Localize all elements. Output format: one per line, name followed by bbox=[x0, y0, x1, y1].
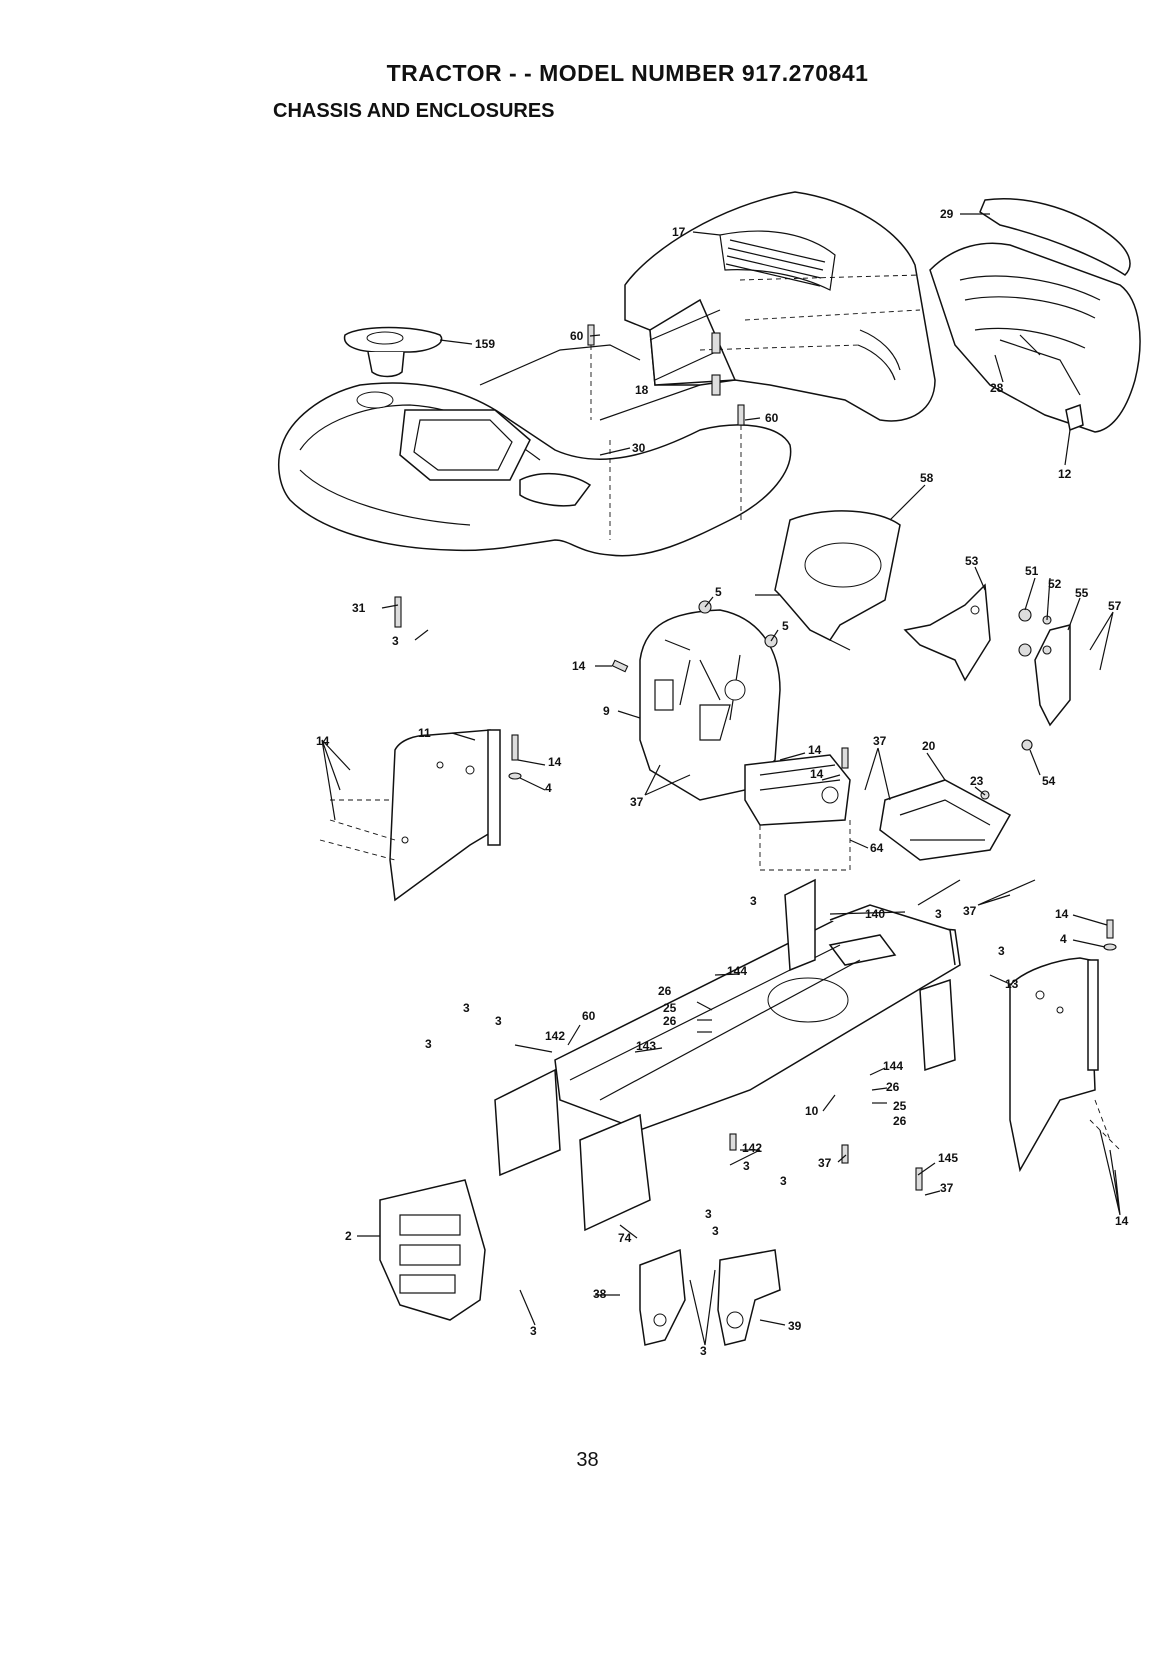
callout-label: 3 bbox=[425, 1037, 432, 1051]
front-plate-part bbox=[380, 1180, 485, 1320]
callout-label: 30 bbox=[632, 441, 646, 455]
bracket-53-part bbox=[905, 585, 990, 680]
callout-label: 57 bbox=[1108, 599, 1122, 613]
callout-label: 9 bbox=[603, 704, 610, 718]
callout-label: 142 bbox=[545, 1029, 565, 1043]
callout-label: 5 bbox=[715, 585, 722, 599]
callout-label: 3 bbox=[935, 907, 942, 921]
callout-label: 159 bbox=[475, 337, 495, 351]
callout-label: 74 bbox=[618, 1231, 632, 1245]
callout-label: 3 bbox=[743, 1159, 750, 1173]
callout-label: 143 bbox=[636, 1039, 656, 1053]
callout-label: 13 bbox=[1005, 977, 1019, 991]
callout-label: 64 bbox=[870, 841, 884, 855]
callout-label: 5 bbox=[782, 619, 789, 633]
callout-label: 58 bbox=[920, 471, 934, 485]
callout-label: 60 bbox=[582, 1009, 596, 1023]
callout-label: 37 bbox=[963, 904, 977, 918]
callout-label: 25 bbox=[893, 1099, 907, 1113]
callout-label: 11 bbox=[418, 726, 431, 740]
bracket-38-part bbox=[640, 1250, 685, 1345]
callout-label: 14 bbox=[1055, 907, 1069, 921]
callout-label: 3 bbox=[700, 1344, 707, 1358]
battery-tray-part bbox=[755, 511, 900, 650]
clip-part bbox=[1066, 405, 1083, 430]
callout-label: 145 bbox=[938, 1151, 958, 1165]
callout-label: 4 bbox=[545, 781, 552, 795]
grille-part bbox=[930, 243, 1140, 432]
callout-label: 37 bbox=[818, 1156, 832, 1170]
callout-label: 26 bbox=[658, 984, 672, 998]
steering-support-part bbox=[745, 755, 850, 870]
callout-label: 31 bbox=[352, 601, 366, 615]
fuel-cap-part bbox=[345, 328, 442, 377]
callout-label: 3 bbox=[750, 894, 757, 908]
callout-label: 142 bbox=[742, 1141, 762, 1155]
callout-label: 26 bbox=[663, 1014, 677, 1028]
mounting-plate-part bbox=[880, 780, 1010, 860]
callout-label: 54 bbox=[1042, 774, 1056, 788]
callout-label: 37 bbox=[940, 1181, 954, 1195]
left-side-panel-part bbox=[320, 730, 500, 900]
callout-label: 60 bbox=[570, 329, 584, 343]
callout-label: 18 bbox=[635, 383, 649, 397]
callout-label: 14 bbox=[316, 734, 330, 748]
callout-label: 2 bbox=[345, 1229, 352, 1243]
callout-label: 26 bbox=[893, 1114, 907, 1128]
callout-label: 140 bbox=[865, 907, 885, 921]
callout-label: 28 bbox=[990, 381, 1004, 395]
callout-label: 52 bbox=[1048, 577, 1062, 591]
callout-label: 55 bbox=[1075, 586, 1089, 600]
callout-label: 60 bbox=[765, 411, 779, 425]
callout-label: 37 bbox=[873, 734, 887, 748]
callout-label: 37 bbox=[630, 795, 644, 809]
callout-label: 20 bbox=[922, 739, 936, 753]
page-number: 38 bbox=[0, 1449, 1175, 1472]
callout-label: 3 bbox=[998, 944, 1005, 958]
callout-label: 14 bbox=[572, 659, 586, 673]
bracket-55-part bbox=[1035, 625, 1070, 725]
callout-label: 17 bbox=[672, 225, 686, 239]
callout-label: 3 bbox=[780, 1174, 787, 1188]
callout-label: 10 bbox=[805, 1104, 819, 1118]
callout-label: 25 bbox=[663, 1001, 677, 1015]
callout-label: 26 bbox=[886, 1080, 900, 1094]
callout-label: 14 bbox=[1115, 1214, 1129, 1228]
callout-label: 29 bbox=[940, 207, 954, 221]
callout-label: 3 bbox=[392, 634, 399, 648]
callout-label: 38 bbox=[593, 1287, 607, 1301]
callout-label: 3 bbox=[705, 1207, 712, 1221]
callout-label: 3 bbox=[463, 1001, 470, 1015]
callout-label: 12 bbox=[1058, 467, 1072, 481]
callout-label: 3 bbox=[530, 1324, 537, 1338]
bracket-39-part bbox=[718, 1250, 780, 1345]
callout-label: 3 bbox=[495, 1014, 502, 1028]
callout-label: 144 bbox=[727, 964, 747, 978]
callout-label: 39 bbox=[788, 1319, 802, 1333]
callout-label: 51 bbox=[1025, 564, 1039, 578]
callout-label: 53 bbox=[965, 554, 979, 568]
callout-label: 14 bbox=[808, 743, 822, 757]
callout-label: 14 bbox=[810, 767, 824, 781]
callout-label: 4 bbox=[1060, 932, 1067, 946]
callout-label: 144 bbox=[883, 1059, 903, 1073]
callout-label: 3 bbox=[712, 1224, 719, 1238]
main-frame-part bbox=[495, 880, 960, 1230]
callout-label: 14 bbox=[548, 755, 562, 769]
right-side-panel-part bbox=[1010, 958, 1120, 1170]
callout-label: 23 bbox=[970, 774, 984, 788]
